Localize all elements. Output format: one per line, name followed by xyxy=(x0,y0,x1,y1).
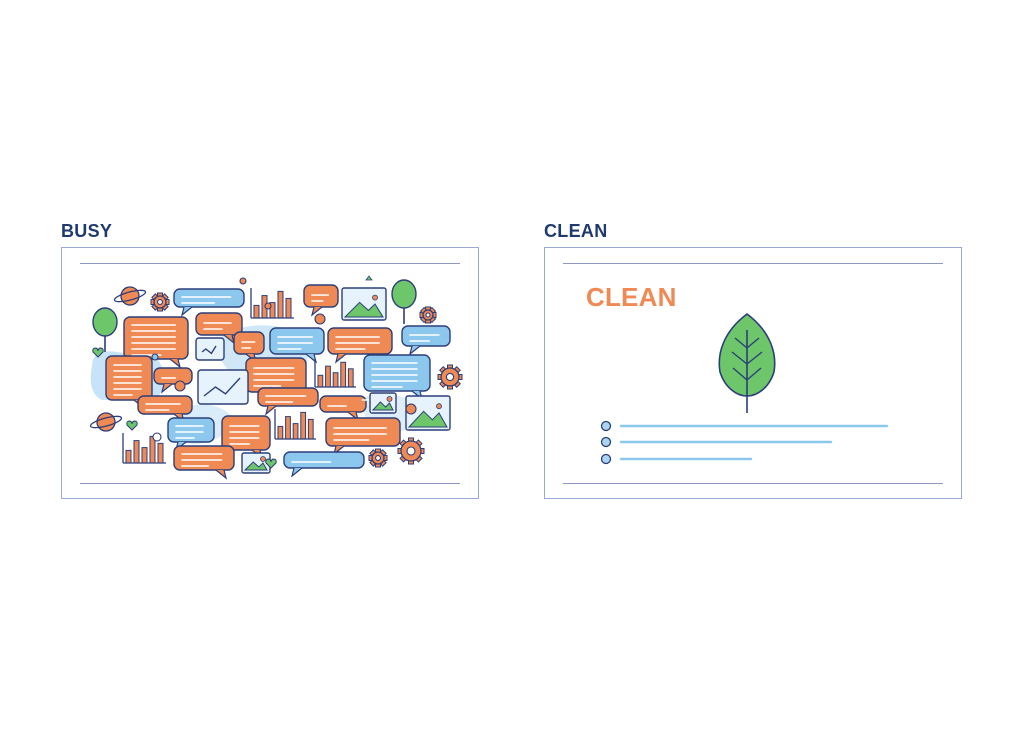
image-icon xyxy=(241,452,271,474)
speech-bubble-icon xyxy=(167,417,215,452)
gear-icon xyxy=(437,364,463,390)
bar-chart-icon xyxy=(250,288,294,319)
gear-icon xyxy=(419,306,437,324)
planet-icon xyxy=(113,286,147,306)
image-icon xyxy=(405,395,451,431)
list-item xyxy=(600,420,889,432)
speech-bubble-icon xyxy=(137,395,193,424)
leaf-icon xyxy=(718,312,776,413)
bullet-list xyxy=(600,420,889,465)
leaf-icon xyxy=(365,275,373,281)
heart-icon xyxy=(126,420,138,431)
speech-bubble-icon xyxy=(221,415,271,460)
dot-icon xyxy=(152,432,162,442)
image-icon xyxy=(369,392,397,414)
dot-icon xyxy=(264,302,272,310)
list-item xyxy=(600,436,833,448)
bar-chart-icon xyxy=(314,359,356,388)
speech-bubble-icon xyxy=(327,327,393,364)
clean-title: CLEAN xyxy=(586,282,677,312)
clean-bottom-rule xyxy=(563,483,943,484)
speech-bubble-icon xyxy=(269,327,325,364)
bar-chart-icon xyxy=(122,433,166,464)
gear-icon xyxy=(150,292,170,312)
bullet-icon xyxy=(600,436,612,448)
clean-illustration xyxy=(600,312,889,465)
gear-icon xyxy=(368,448,388,468)
speech-bubble-icon xyxy=(363,354,431,401)
bar-chart-icon xyxy=(274,409,316,440)
speech-bubble-icon xyxy=(319,395,367,422)
busy-illustration xyxy=(89,275,463,480)
dot-icon xyxy=(239,277,247,285)
busy-top-rule xyxy=(80,263,460,264)
dot-icon xyxy=(314,313,326,325)
heart-icon xyxy=(92,347,104,358)
line-chart-icon xyxy=(195,337,225,361)
list-item xyxy=(600,453,753,465)
dot-icon xyxy=(405,403,417,415)
busy-label: BUSY xyxy=(61,221,113,241)
speech-bubble-icon xyxy=(173,445,235,480)
heart-icon xyxy=(265,458,277,469)
busy-panel xyxy=(61,247,479,499)
speech-bubble-icon xyxy=(303,284,339,317)
dot-icon xyxy=(174,380,186,392)
clean-label: CLEAN xyxy=(544,221,608,241)
speech-bubble-icon xyxy=(105,355,153,410)
planet-icon xyxy=(89,412,123,432)
tree-icon xyxy=(92,307,118,352)
clean-top-rule xyxy=(563,263,943,264)
dot-icon xyxy=(151,353,159,361)
gear-icon xyxy=(397,437,425,465)
tree-icon xyxy=(391,279,417,324)
speech-bubble-icon xyxy=(325,417,401,456)
busy-bottom-rule xyxy=(80,483,460,484)
clean-panel: CLEAN xyxy=(544,247,962,499)
line-chart-icon xyxy=(197,369,249,405)
speech-bubble-icon xyxy=(123,316,189,369)
speech-bubble-icon xyxy=(173,288,245,317)
speech-bubble-icon xyxy=(257,387,319,416)
speech-bubble-icon xyxy=(401,325,451,356)
bullet-icon xyxy=(600,420,612,432)
speech-bubble-icon xyxy=(195,312,243,345)
speech-bubble-icon xyxy=(153,367,193,394)
speech-bubble-icon xyxy=(283,451,365,478)
image-icon xyxy=(341,287,387,321)
bullet-icon xyxy=(600,453,612,465)
